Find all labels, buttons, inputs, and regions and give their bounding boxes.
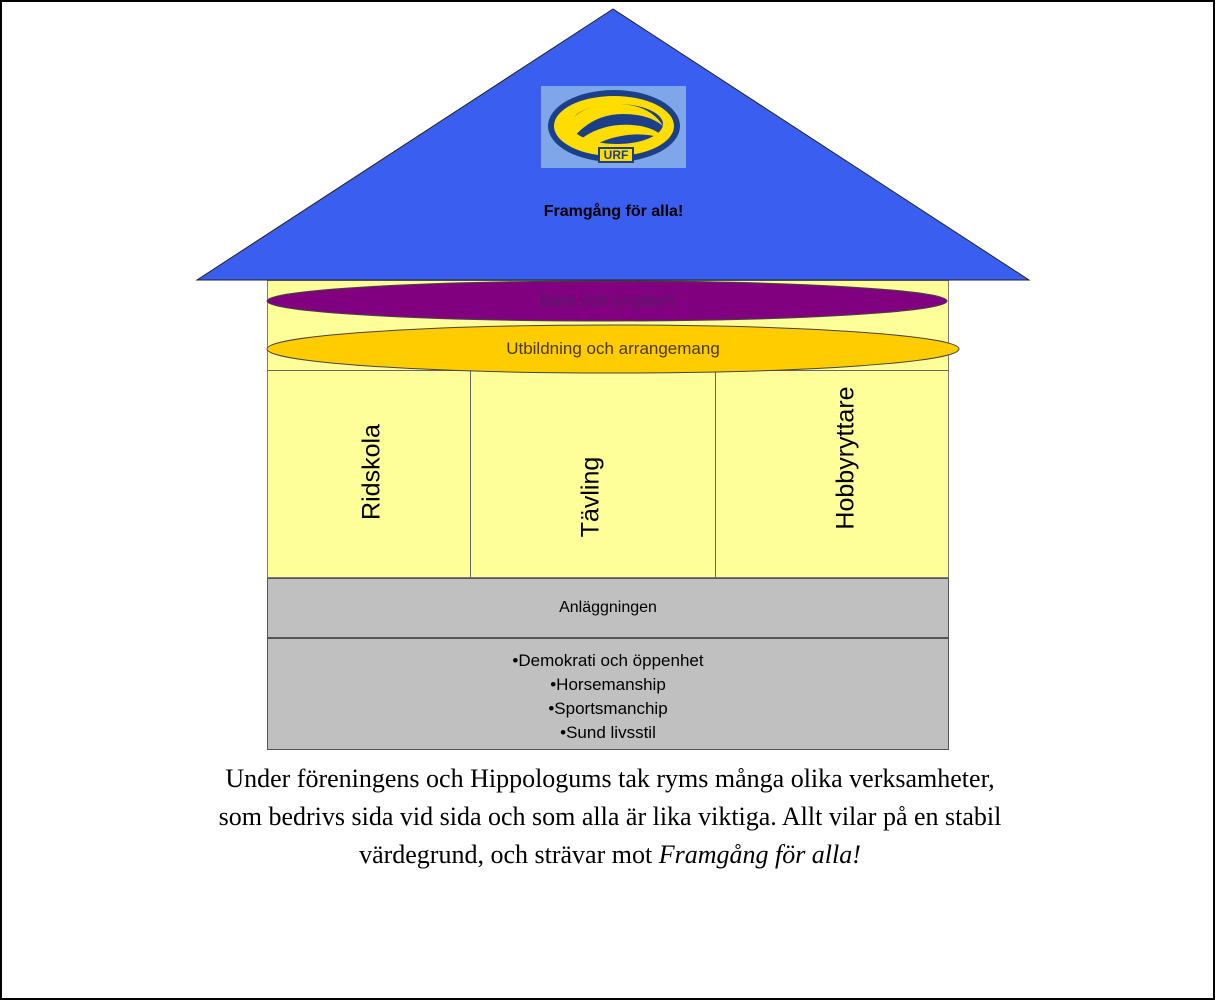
- caption-line-3-prefix: värdegrund, och strävar mot: [359, 840, 659, 869]
- caption-line-2: som bedrivs sida vid sida och som alla ä…: [218, 802, 1002, 831]
- urf-logo-icon: URF: [548, 90, 680, 163]
- ring-bottom-ellipse: [266, 324, 960, 374]
- ring-top-label: Barn och ungdom: [539, 291, 675, 310]
- ring-bottom-label: Utbildning och arrangemang: [506, 339, 720, 358]
- roof-title: Framgång för alla!: [543, 203, 684, 220]
- value-item: •Sportsmanchip: [548, 699, 668, 718]
- foundation-anlaggningen: Anläggningen: [267, 578, 949, 638]
- foundation-values: •Demokrati och öppenhet •Horsemanship •S…: [267, 638, 949, 750]
- value-item: •Horsemanship: [550, 675, 666, 694]
- pillar-divider-2: [715, 370, 716, 578]
- urf-logo: URF: [541, 86, 686, 168]
- value-item: •Demokrati och öppenhet: [512, 651, 704, 670]
- urf-logo-text: URF: [604, 148, 629, 162]
- caption-line-1: Under föreningens och Hippologums tak ry…: [225, 764, 995, 793]
- caption: Under föreningens och Hippologums tak ry…: [40, 760, 1180, 874]
- caption-italic: Framgång för alla!: [658, 840, 861, 869]
- ring-top-ellipse: [266, 280, 948, 322]
- value-item: •Sund livsstil: [560, 723, 656, 742]
- pillar-divider-1: [470, 370, 471, 578]
- caption-line-3: värdegrund, och strävar mot Framgång för…: [40, 836, 1180, 874]
